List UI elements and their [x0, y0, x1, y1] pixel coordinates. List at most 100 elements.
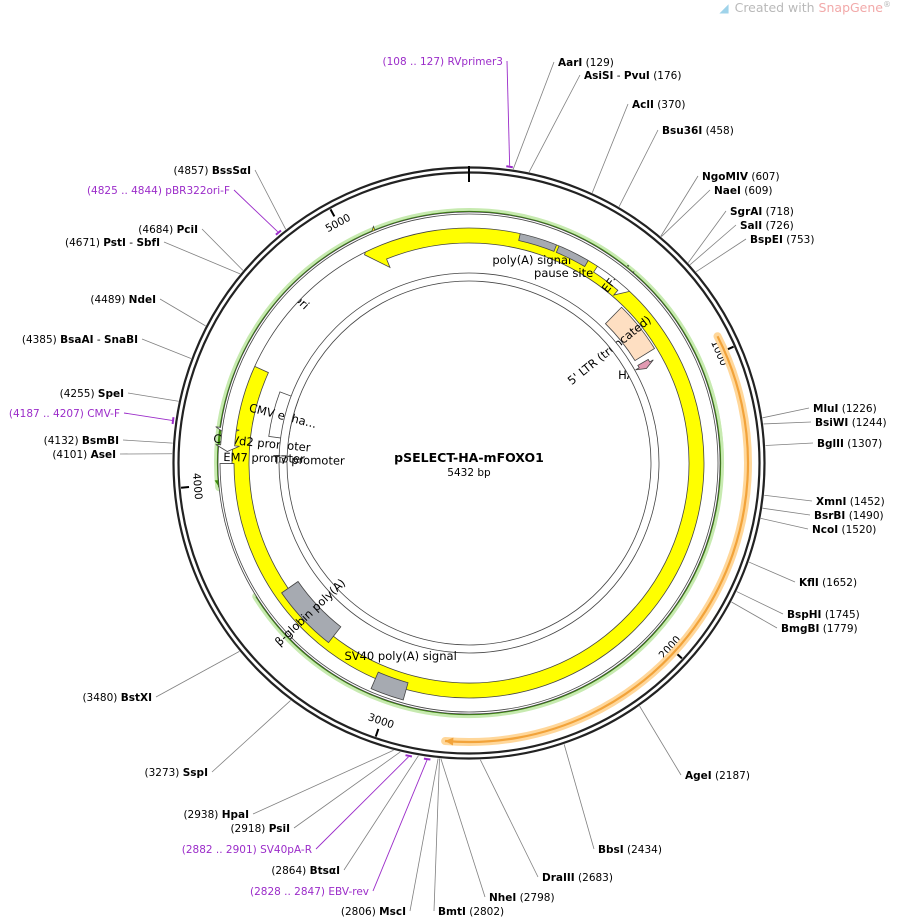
site-label: DraIII (2683)	[542, 872, 613, 884]
tick-label: 5000	[324, 212, 353, 235]
site-label: AarI (129)	[558, 57, 614, 69]
site-leader-line	[163, 241, 241, 275]
site-pos: (1745)	[825, 609, 860, 621]
site-name: BsiWI	[815, 417, 848, 429]
site-pos: (2798)	[520, 892, 555, 904]
site-label: BbsI (2434)	[598, 844, 662, 856]
site-pos: (2434)	[627, 844, 662, 856]
site-label: (4684) PciI	[138, 224, 198, 236]
site-asei: (4101) AseI	[52, 449, 173, 461]
site-leader-line	[660, 175, 699, 237]
primer-leader-line	[123, 412, 173, 421]
site-sep: -	[613, 70, 623, 82]
site-bstxi: (3480) BstXI	[82, 651, 240, 704]
site-leader-line	[433, 758, 440, 912]
site-acli: AclI (370)	[591, 99, 685, 193]
site-name: MscI	[379, 906, 406, 918]
primer-rvprimer3: (108 .. 127) RVprimer3	[383, 56, 513, 169]
site-ncoi: NcoI (1520)	[760, 517, 876, 536]
site-label: (4255) SpeI	[60, 388, 124, 400]
feature-label-poly-a-signal: poly(A) signal	[492, 253, 571, 267]
primer-range: (108 .. 127)	[383, 56, 445, 68]
site-name2: PvuI	[624, 70, 650, 82]
site-group: AarI (129)AsiSI - PvuI (176)AclI (370)Bs…	[22, 57, 887, 918]
primer-mark	[423, 757, 431, 761]
site-bsss-i: (4857) BssSαI	[174, 165, 287, 230]
site-pos: (4385)	[22, 334, 57, 346]
site-name2: SnaBI	[104, 334, 138, 346]
site-label: SalI (726)	[740, 220, 794, 232]
site-bglii: BglII (1307)	[765, 438, 882, 450]
site-kfli: KflI (1652)	[748, 561, 857, 589]
site-label: (2938) HpaI	[183, 809, 249, 821]
primer-label: (4187 .. 4207) CMV-F	[9, 408, 120, 420]
site-asisi: AsiSI - PvuI (176)	[528, 70, 681, 173]
site-pos: (4684)	[138, 224, 173, 236]
site-pos: (4255)	[60, 388, 95, 400]
site-leader-line	[765, 442, 814, 446]
site-name: BspEI	[750, 234, 783, 246]
orange-orf	[445, 335, 750, 744]
site-mlui: MluI (1226)	[762, 403, 877, 419]
tick-mark	[374, 728, 380, 737]
primer-pbr322ori-f: (4825 .. 4844) pBR322ori-F	[87, 185, 282, 236]
feature-sv40-poly-a-signal	[370, 671, 409, 701]
site-name: BssSαI	[212, 165, 251, 177]
primer-leader-line	[315, 756, 409, 850]
site-leader-line	[748, 561, 796, 583]
site-bsaai: (4385) BsaAI - SnaBI	[22, 334, 192, 359]
site-leader-line	[695, 238, 747, 273]
site-name: NcoI	[812, 524, 838, 536]
site-label: NheI (2798)	[489, 892, 555, 904]
site-name: BspHI	[787, 609, 821, 621]
site-name: AsiSI	[584, 70, 613, 82]
site-leader-line	[689, 224, 737, 266]
site-leader-line	[201, 228, 244, 271]
site-leader-line	[661, 189, 711, 237]
site-name: SspI	[183, 767, 208, 779]
site-draiii: DraIII (2683)	[479, 759, 613, 884]
site-label: BsrBI (1490)	[814, 510, 884, 522]
site-leader-line	[591, 103, 629, 193]
feature-5-ltr-truncated	[604, 306, 656, 362]
site-label: KflI (1652)	[799, 577, 857, 589]
site-pos: (1452)	[850, 496, 885, 508]
site-name: NaeI	[714, 185, 741, 197]
site-label: Bsu36I (458)	[662, 125, 734, 137]
site-leader-line	[479, 759, 539, 878]
site-leader-line	[764, 494, 813, 502]
site-pos: (176)	[653, 70, 681, 82]
site-name: KflI	[799, 577, 819, 589]
site-pos: (726)	[766, 220, 794, 232]
site-label: NgoMIV (607)	[702, 171, 780, 183]
site-label: NaeI (609)	[714, 185, 772, 197]
site-nhei: NheI (2798)	[440, 758, 555, 904]
site-pos: (3273)	[144, 767, 179, 779]
site-pos: (607)	[751, 171, 779, 183]
site-label: BmtI (2802)	[438, 906, 504, 918]
site-leader-line	[440, 758, 486, 898]
site-leader-line	[762, 507, 811, 516]
site-name: HpaI	[222, 809, 249, 821]
site-label: (4132) BsmBI	[44, 435, 119, 447]
site-pos: (458)	[706, 125, 734, 137]
site-pos: (4132)	[44, 435, 79, 447]
primer-range: (4825 .. 4844)	[87, 185, 162, 197]
site-name: SgrAI	[730, 206, 762, 218]
primer-range: (4187 .. 4207)	[9, 408, 84, 420]
site-label: (2918) PsiI	[230, 823, 290, 835]
tick-mark	[180, 486, 190, 489]
site-label: NcoI (1520)	[812, 524, 876, 536]
site-name: BstXI	[121, 692, 152, 704]
primer-sv40pa-r: (2882 .. 2901) SV40pA-R	[182, 754, 413, 856]
site-pos: (2806)	[341, 906, 376, 918]
site-pos: (4671)	[65, 237, 100, 249]
site-name: PciI	[177, 224, 198, 236]
site-sep: -	[126, 237, 136, 249]
site-leader-line	[618, 129, 659, 207]
site-leader-line	[639, 705, 682, 776]
site-name: PstI	[103, 237, 126, 249]
feature-globin-poly-a	[281, 580, 342, 644]
site-sspi: (3273) SspI	[144, 700, 291, 779]
credit-prefix: Created with	[734, 0, 815, 16]
